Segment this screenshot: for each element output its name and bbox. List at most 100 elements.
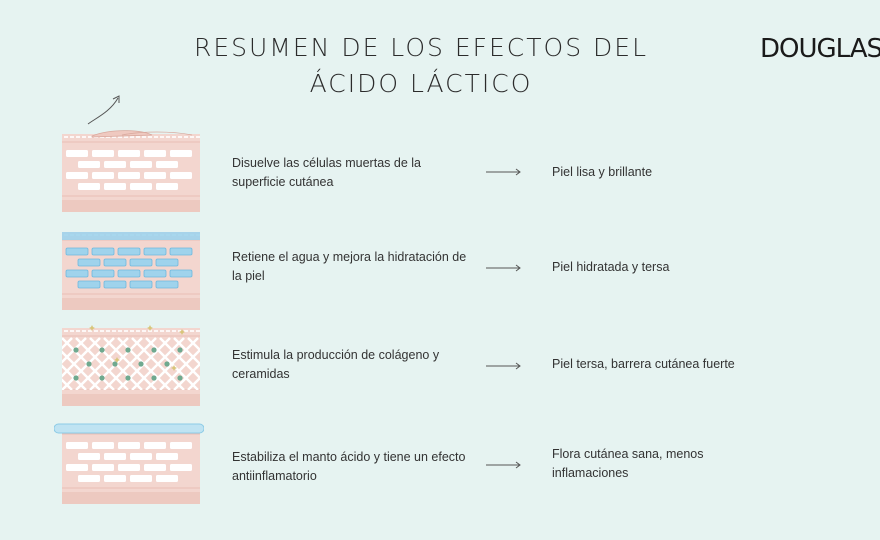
- cell: [144, 464, 166, 471]
- stratum-mark: [196, 330, 200, 332]
- cell: [118, 150, 140, 157]
- collagen-fiber: [173, 337, 200, 366]
- brand-logo: DOUGLAS: [760, 34, 880, 64]
- cell: [118, 172, 140, 179]
- effect-row-3: Estimula la producción de colágeno y cer…: [0, 322, 880, 412]
- cell: [169, 269, 193, 278]
- stratum-mark: [142, 330, 146, 332]
- effect-result: Piel lisa y brillante: [552, 165, 653, 179]
- skin-bottom-band: [62, 298, 200, 310]
- collagen-fiber: [62, 337, 101, 378]
- stratum-mark: [142, 136, 146, 138]
- ceramide-dot: [73, 375, 79, 381]
- cell: [65, 247, 89, 256]
- ceramide-dot: [151, 347, 157, 353]
- stratum-mark: [118, 330, 122, 332]
- ceramide-dot: [164, 361, 170, 367]
- cell: [104, 183, 126, 190]
- cell: [103, 258, 127, 267]
- stratum-mark: [124, 330, 128, 332]
- cell: [104, 161, 126, 168]
- ceramide-dot: [125, 375, 131, 381]
- effect-result: Piel tersa, barrera cutánea fuerte: [552, 357, 735, 371]
- stratum-mark: [88, 330, 92, 332]
- stratum-mark: [172, 330, 176, 332]
- cell: [91, 247, 115, 256]
- cell: [92, 464, 114, 471]
- title-line-1: RESUMEN DE LOS EFECTOS DEL: [193, 33, 649, 62]
- stratum-mark: [106, 136, 110, 138]
- stratum-mark: [160, 330, 164, 332]
- cell: [156, 161, 178, 168]
- collagen-fiber: [187, 337, 200, 352]
- cell: [129, 280, 153, 289]
- cell: [129, 258, 153, 267]
- effect-description: Estabiliza el manto ácido y tiene un efe…: [232, 450, 466, 483]
- cell: [156, 453, 178, 460]
- ceramide-dot: [112, 361, 118, 367]
- cell: [144, 150, 166, 157]
- cell: [66, 150, 88, 157]
- cell: [104, 475, 126, 482]
- cell: [92, 150, 114, 157]
- stratum-mark: [118, 136, 122, 138]
- stratum-mark: [94, 330, 98, 332]
- collagen-fiber: [145, 337, 199, 391]
- collagen-fiber: [62, 337, 73, 350]
- ceramide-dot: [138, 361, 144, 367]
- cell: [104, 453, 126, 460]
- collagen-fiber: [62, 364, 87, 391]
- stratum-mark: [82, 330, 86, 332]
- stratum-mark: [178, 330, 182, 332]
- cell: [155, 258, 179, 267]
- stratum-mark: [76, 330, 80, 332]
- cell: [170, 464, 192, 471]
- collagen-fiber: [62, 337, 87, 364]
- stratum-mark: [166, 136, 170, 138]
- page-title: RESUMEN DE LOS EFECTOS DEL ÁCIDO LÁCTICO: [0, 30, 842, 102]
- cell: [92, 442, 114, 449]
- arrow-right-icon: [486, 362, 521, 370]
- collagen-fiber: [75, 337, 129, 391]
- stratum-mark: [106, 330, 110, 332]
- collagen-fiber: [173, 362, 200, 391]
- stratum-mark: [82, 136, 86, 138]
- stratum-mark: [196, 136, 200, 138]
- cell: [117, 269, 141, 278]
- cell: [78, 475, 100, 482]
- acid-mantle-icon: [54, 422, 204, 510]
- stratum-mark: [154, 330, 158, 332]
- collagen-fiber: [62, 378, 73, 391]
- stratum-mark: [166, 330, 170, 332]
- stratum-mark: [70, 330, 74, 332]
- flake-off-arrow-icon: [87, 95, 120, 125]
- sparkle-icon: [171, 365, 177, 371]
- stratum-mark: [64, 136, 68, 138]
- effect-description: Disuelve las células muertas de la super…: [232, 156, 421, 189]
- collagen-fiber: [103, 337, 157, 391]
- stratum-mark: [112, 330, 116, 332]
- ceramide-dot: [86, 361, 92, 367]
- stratum-mark: [178, 136, 182, 138]
- effect-description: Estimula la producción de colágeno y cer…: [232, 348, 440, 381]
- cell: [130, 453, 152, 460]
- cell: [170, 150, 192, 157]
- ceramide-dot: [177, 375, 183, 381]
- cell: [130, 161, 152, 168]
- stratum-mark: [154, 136, 158, 138]
- arrow-right-icon: [486, 264, 521, 272]
- effect-row-1: Disuelve las células muertas de la super…: [0, 130, 880, 220]
- collagen-fiber: [187, 376, 200, 391]
- sparkle-icon: [147, 325, 153, 331]
- water-layer: [62, 232, 200, 240]
- stratum-mark: [124, 136, 128, 138]
- collagen-icon: [62, 324, 200, 408]
- stratum-mark: [190, 136, 194, 138]
- exfoliation-icon: [62, 130, 200, 214]
- cell: [143, 269, 167, 278]
- ceramide-dot: [73, 347, 79, 353]
- cell: [156, 183, 178, 190]
- flaking-cell: [91, 130, 153, 138]
- collagen-fiber: [131, 337, 185, 391]
- collagen-fiber: [159, 348, 200, 391]
